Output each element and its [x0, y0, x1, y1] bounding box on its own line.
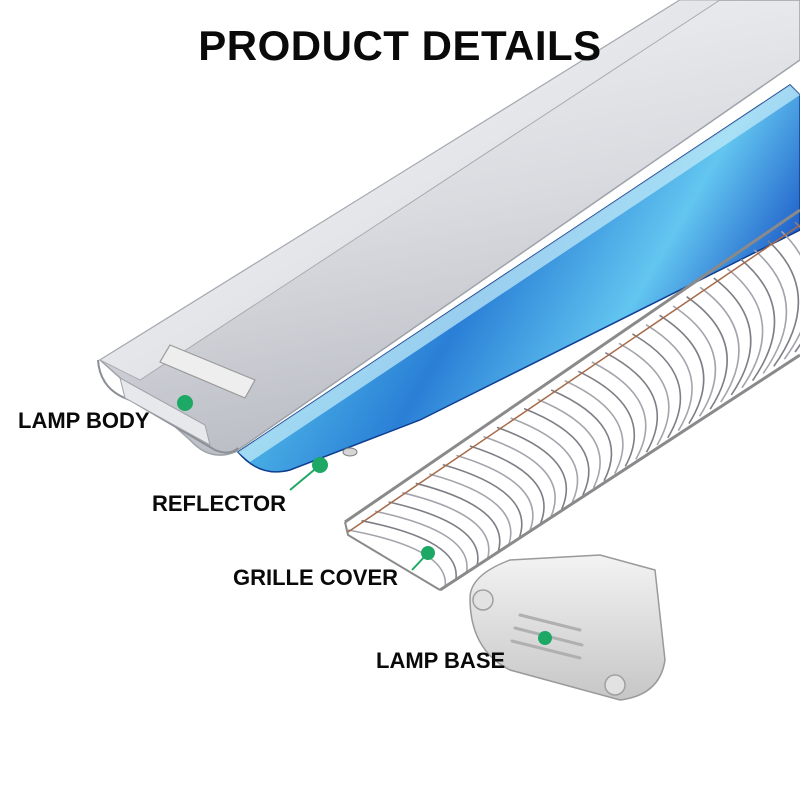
grille-wire [456, 454, 534, 532]
grille-wire [753, 249, 788, 374]
pointer-markers [177, 395, 552, 645]
grille-wire [726, 268, 764, 389]
grille-wire [699, 286, 740, 403]
lamp-base-label: LAMP BASE [376, 648, 506, 673]
grille-cover-part [344, 208, 800, 592]
grille-wire [577, 370, 635, 467]
grille-cover-label: GRILLE COVER [233, 565, 399, 590]
page-title: PRODUCT DETAILS [198, 22, 602, 69]
grille-wire [442, 463, 523, 539]
grille-wire [591, 361, 647, 460]
grille-wire [429, 473, 512, 546]
grille-wire [374, 510, 468, 574]
grille-wire [537, 398, 601, 489]
grille-wire [672, 305, 717, 417]
lamp-body-label: LAMP BODY [18, 408, 150, 433]
grille-wire [659, 314, 705, 424]
reflector-part [236, 84, 800, 473]
grille-wire [510, 417, 579, 503]
reflector-label: REFLECTOR [152, 491, 287, 516]
grille-wire [361, 519, 457, 582]
grille-wire [523, 407, 590, 496]
grille-wire [483, 435, 556, 517]
grille-wire [780, 230, 800, 360]
grille-wire [645, 323, 693, 432]
grille-wire [469, 445, 545, 524]
grille-wire [388, 501, 479, 567]
grille-wire [564, 379, 624, 474]
grille-wire [767, 240, 800, 367]
grille-wire [740, 258, 776, 382]
grille-wire [496, 426, 567, 510]
lamp-body-part [97, 0, 800, 456]
grille-wire [401, 491, 490, 560]
grille-wire [632, 333, 682, 439]
grille-wire [713, 277, 752, 396]
lamp-base-part [469, 554, 666, 701]
grille-wire [618, 342, 670, 446]
grille-wire [686, 296, 728, 410]
grille-wire [415, 482, 501, 553]
grille-wire [604, 351, 659, 453]
grille-wire [550, 389, 613, 482]
